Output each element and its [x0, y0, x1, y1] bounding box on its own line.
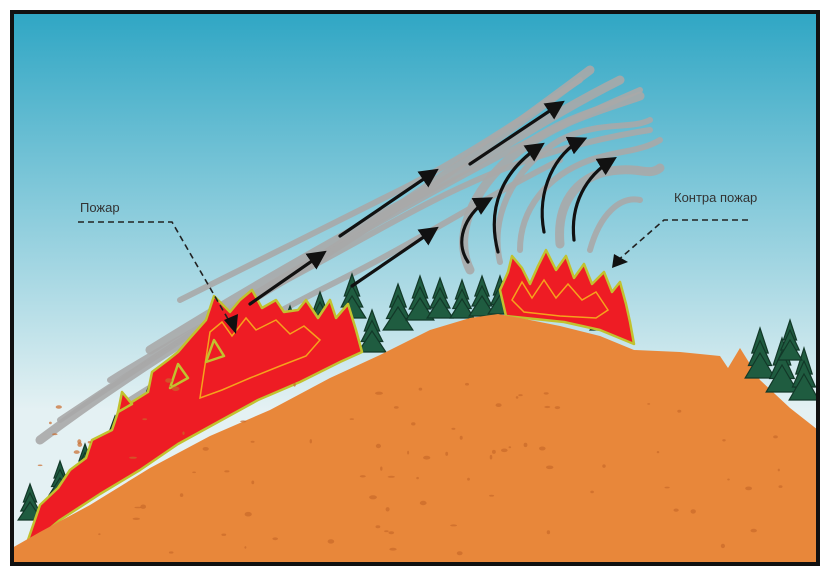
- ground-speck: [544, 392, 549, 394]
- ground-speck: [169, 551, 174, 553]
- ground-speck: [77, 439, 81, 444]
- ground-speck: [221, 534, 226, 536]
- ground-speck: [524, 443, 528, 447]
- ground-speck: [727, 479, 730, 481]
- ground-speck: [49, 422, 52, 425]
- ground-speck: [445, 452, 448, 456]
- ground-speck: [74, 450, 80, 454]
- ground-speck: [88, 441, 91, 443]
- ground-speck: [590, 491, 594, 494]
- ground-speck: [547, 530, 550, 534]
- ground-speck: [555, 406, 560, 409]
- ground-speck: [310, 439, 312, 443]
- ground-speck: [465, 383, 469, 386]
- ground-speck: [516, 396, 519, 399]
- ground-speck: [129, 457, 137, 459]
- counter-fire-label: Контра пожар: [674, 190, 757, 205]
- ground-speck: [165, 378, 172, 383]
- ground-speck: [375, 392, 383, 395]
- ground-speck: [779, 485, 783, 488]
- ground-speck: [677, 410, 681, 413]
- ground-speck: [251, 481, 254, 485]
- ground-speck: [451, 428, 455, 430]
- ground-speck: [745, 487, 752, 491]
- ground-speck: [52, 433, 58, 435]
- ground-speck: [665, 487, 670, 489]
- ground-speck: [240, 420, 246, 422]
- ground-speck: [419, 388, 423, 391]
- ground-speck: [389, 531, 395, 534]
- ground-speck: [98, 533, 100, 535]
- ground-speck: [180, 493, 183, 497]
- ground-speck: [490, 455, 493, 460]
- fire-label: Пожар: [80, 200, 120, 215]
- ground-speck: [369, 495, 377, 499]
- ground-speck: [751, 529, 757, 533]
- ground-speck: [721, 544, 725, 548]
- ground-speck: [384, 530, 389, 532]
- ground-speck: [496, 403, 502, 407]
- ground-speck: [38, 465, 43, 467]
- ground-speck: [376, 525, 381, 528]
- ground-speck: [518, 394, 522, 396]
- ground-speck: [133, 518, 140, 520]
- ground-speck: [386, 507, 390, 511]
- ground-speck: [691, 509, 696, 513]
- ground-speck: [56, 405, 62, 409]
- ground-speck: [251, 441, 255, 443]
- ground-speck: [172, 387, 180, 392]
- ground-speck: [778, 469, 780, 472]
- ground-speck: [411, 422, 415, 425]
- ground-speck: [380, 467, 382, 471]
- ground-speck: [722, 439, 725, 441]
- ground-speck: [492, 450, 496, 454]
- ground-speck: [450, 524, 457, 526]
- ground-speck: [360, 475, 366, 477]
- ground-speck: [674, 509, 679, 512]
- ground-speck: [376, 444, 381, 448]
- ground-speck: [169, 386, 171, 388]
- ground-speck: [460, 436, 463, 440]
- ground-speck: [388, 476, 395, 478]
- ground-speck: [773, 435, 778, 438]
- ground-speck: [182, 432, 184, 435]
- ground-speck: [272, 537, 278, 540]
- ground-speck: [457, 551, 463, 555]
- ground-speck: [489, 495, 494, 497]
- ground-speck: [546, 466, 553, 470]
- ground-speck: [244, 546, 246, 549]
- ground-speck: [416, 477, 419, 479]
- ground-speck: [350, 418, 354, 420]
- ground-speck: [420, 501, 427, 505]
- ground-speck: [423, 456, 430, 460]
- ground-speck: [509, 446, 512, 448]
- ground-speck: [224, 470, 229, 472]
- ground-speck: [389, 548, 396, 551]
- ground-speck: [293, 383, 295, 387]
- ground-speck: [142, 418, 147, 420]
- ground-speck: [192, 472, 196, 474]
- ground-speck: [394, 406, 399, 409]
- ground-speck: [328, 539, 335, 543]
- ground-speck: [467, 478, 470, 481]
- ground-speck: [245, 512, 252, 517]
- ground-speck: [203, 447, 209, 451]
- ground-speck: [657, 451, 660, 453]
- ground-speck: [140, 505, 146, 509]
- ground-speck: [544, 406, 550, 408]
- ground-speck: [501, 449, 508, 453]
- ground-speck: [407, 451, 409, 455]
- ground-speck: [647, 403, 650, 405]
- ground-speck: [602, 464, 605, 467]
- ground-speck: [539, 447, 546, 451]
